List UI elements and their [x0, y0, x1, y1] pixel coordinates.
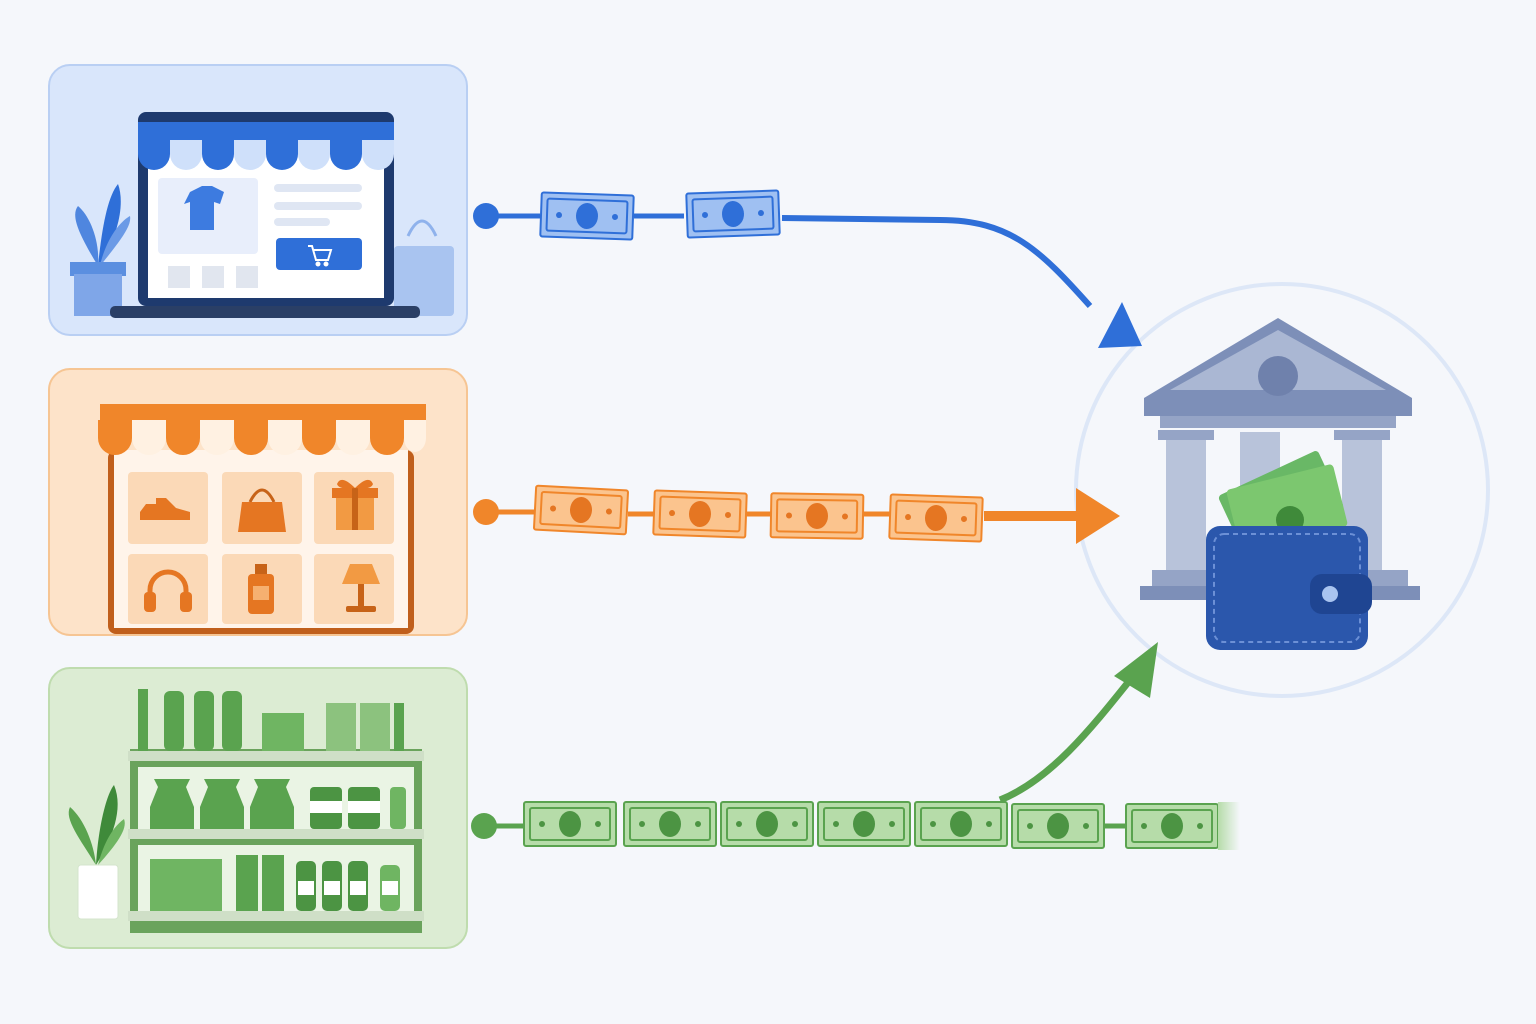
- add-to-cart-button[interactable]: [276, 238, 362, 270]
- shopping-bag-icon: [394, 219, 454, 316]
- awning: [138, 140, 394, 170]
- plant-icon: [68, 785, 125, 920]
- thumbnail[interactable]: [168, 266, 190, 288]
- grocery-store-flow: [471, 642, 1240, 850]
- box-icon: [150, 855, 284, 911]
- online-store-panel: [48, 64, 468, 336]
- retail-shop-flow: [473, 485, 1120, 544]
- thumbnail[interactable]: [236, 266, 258, 288]
- handbag-icon: [238, 488, 286, 532]
- tshirt-icon: [184, 186, 224, 230]
- jar-icon: [310, 787, 406, 829]
- grocery-store-panel: [48, 667, 468, 949]
- wallet-icon: [1206, 526, 1372, 650]
- plant-icon: [70, 184, 131, 316]
- cart-icon: [308, 245, 333, 267]
- bottle-icon: [296, 861, 400, 911]
- cash-icon: [1218, 451, 1348, 553]
- laptop-icon: [110, 112, 420, 318]
- online-store-flow: [473, 190, 1142, 348]
- retail-shop-illustration: [98, 404, 426, 634]
- bank-icon: [1140, 318, 1420, 600]
- gift-icon: [332, 479, 378, 530]
- bottle-icon: [138, 689, 404, 751]
- awning: [98, 420, 426, 455]
- online-store-illustration: [70, 112, 454, 318]
- bottle-icon: [248, 564, 274, 614]
- lamp-icon: [342, 564, 380, 612]
- grocery-shelf-illustration: [68, 689, 424, 933]
- retail-shop-panel: [48, 368, 468, 636]
- shoe-icon: [140, 498, 190, 520]
- grocery-sack-icon: [150, 779, 294, 829]
- destination-circle: [1074, 282, 1490, 698]
- thumbnail[interactable]: [202, 266, 224, 288]
- headphones-icon: [144, 569, 192, 612]
